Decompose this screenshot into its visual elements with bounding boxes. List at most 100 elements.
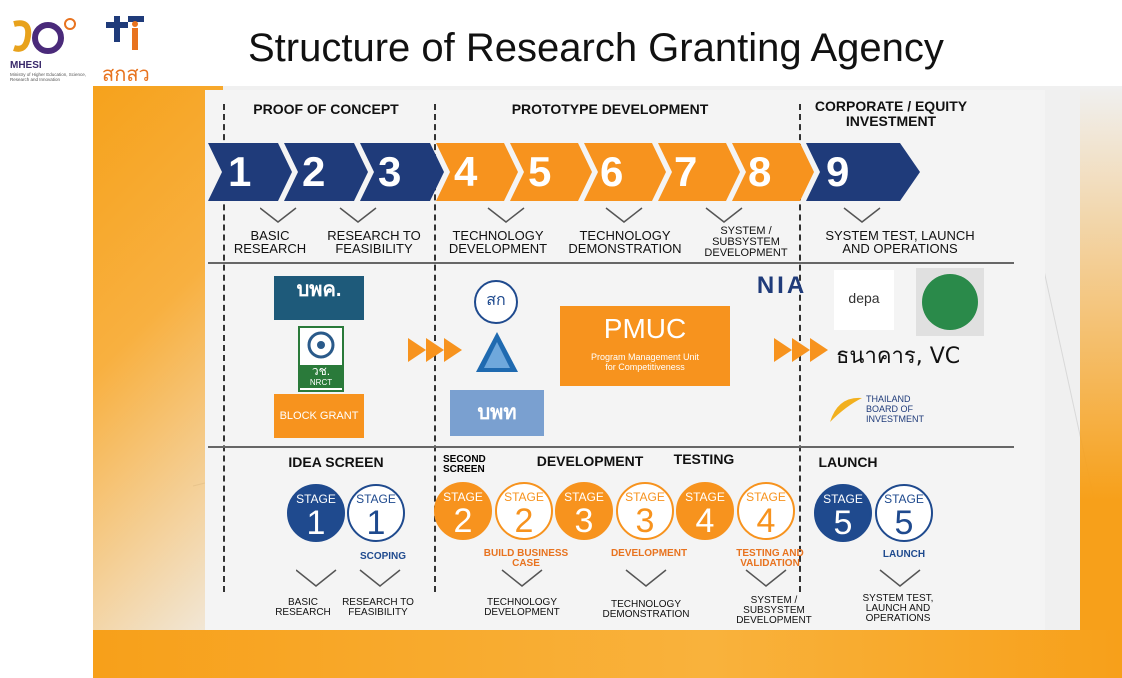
separator-2	[208, 446, 1014, 448]
step-9: 9	[826, 148, 850, 195]
bank-vc-label: ธนาคาร, VC	[836, 344, 961, 369]
nrct-emblem-icon	[307, 331, 335, 359]
label-basic-research: BASIC RESEARCH	[233, 228, 307, 256]
boi-name: THAILAND BOARD OF INVESTMENT	[866, 394, 925, 424]
orange-accent-left	[93, 86, 223, 678]
nia-logo: NIA	[742, 272, 822, 302]
tsri-logo: สกสว	[102, 14, 162, 86]
bottom-technology-demonstration: TECHNOLOGY DEMONSTRATION	[602, 599, 690, 620]
header-second-screen: SECOND SCREEN	[443, 454, 486, 475]
phase-down-marks	[260, 207, 881, 223]
nrct-th: วช.	[300, 365, 342, 378]
bpk-name: บพค.	[296, 279, 342, 301]
tsri-name: สกสว	[102, 62, 150, 86]
header-idea-screen: IDEA SCREEN	[288, 454, 384, 470]
arrows-right-1	[408, 338, 462, 362]
bpt-logo: บพท	[450, 390, 544, 436]
pmuc-name: PMUC	[603, 313, 687, 344]
bpk-logo: บพค.	[274, 276, 364, 320]
mhesi-logo: MHESI Ministry of Higher Education, Scie…	[8, 14, 98, 84]
boi-logo: THAILAND BOARD OF INVESTMENT	[826, 390, 930, 430]
orange-accent-bottom	[93, 630, 1122, 678]
stage-number: 4	[695, 502, 715, 540]
section-prototype-development: PROTOTYPE DEVELOPMENT	[511, 101, 709, 117]
label-system-development: SYSTEM / SUBSYSTEM DEVELOPMENT	[704, 225, 788, 259]
step-2: 2	[302, 148, 326, 195]
stage-number: 1	[366, 504, 386, 542]
triangle-agency-logo	[476, 332, 518, 372]
boi-emblem-icon	[830, 397, 862, 422]
stage-word: STAGE	[625, 490, 665, 504]
mhesi-emblem-icon	[13, 18, 76, 54]
stage-number: 5	[894, 504, 914, 542]
sub-scoping: SCOPING	[359, 551, 407, 562]
bottom-basic-research: BASIC RESEARCH	[275, 597, 331, 618]
depa-logo: depa	[834, 270, 894, 330]
stage-down-marks	[296, 569, 921, 587]
block-grant-box: BLOCK GRANT	[274, 394, 364, 438]
stage-word: STAGE	[443, 490, 483, 504]
stage-word: STAGE	[884, 492, 924, 506]
stage-number: 3	[574, 502, 594, 540]
step-numbers: 1 2 3 4 5 6 7 8 9	[208, 148, 920, 198]
orange-accent-right	[1080, 86, 1122, 678]
stage-number: 5	[833, 504, 853, 542]
stage-number: 2	[514, 502, 534, 540]
stage-word: STAGE	[823, 492, 863, 506]
stage-number: 2	[453, 502, 473, 540]
nrct-logo: วช. NRCT	[298, 326, 344, 392]
sk-name: สก	[486, 292, 506, 309]
stage-word: STAGE	[564, 490, 604, 504]
stage-word: STAGE	[504, 490, 544, 504]
sub-testing-validation: TESTING AND VALIDATION	[736, 548, 804, 569]
stage-number: 4	[756, 502, 776, 540]
label-research-feasibility: RESEARCH TO FEASIBILITY	[327, 228, 421, 256]
mhesi-sub: Ministry of Higher Education, Science, R…	[10, 72, 87, 82]
depa-name: depa	[848, 290, 880, 306]
step-6: 6	[600, 148, 624, 195]
stage-word: STAGE	[685, 490, 725, 504]
pmuc-subtitle: Program Management Unit for Competitiven…	[590, 352, 700, 372]
stage-number: 1	[306, 504, 326, 542]
sk-logo: สก	[474, 280, 518, 324]
section-proof-of-concept: PROOF OF CONCEPT	[253, 101, 399, 117]
separator-1	[208, 262, 1014, 264]
bottom-system-development: SYSTEM / SUBSYSTEM DEVELOPMENT	[736, 595, 812, 626]
green-agency-logo	[916, 268, 984, 336]
stage-word: STAGE	[296, 492, 336, 506]
label-technology-development: TECHNOLOGY DEVELOPMENT	[448, 228, 548, 256]
stage-word: STAGE	[746, 490, 786, 504]
bottom-technology-development: TECHNOLOGY DEVELOPMENT	[484, 597, 560, 618]
sub-build-business-case: BUILD BUSINESS CASE	[483, 548, 569, 569]
header-testing: TESTING	[673, 451, 735, 467]
bpt-name: บพท	[477, 402, 517, 424]
bottom-research-feasibility: RESEARCH TO FEASIBILITY	[342, 597, 414, 618]
divider-1	[223, 104, 225, 592]
stage-number: 3	[635, 502, 655, 540]
step-7: 7	[674, 148, 698, 195]
section-corporate-investment: CORPORATE / EQUITY INVESTMENT	[814, 98, 968, 129]
tsri-emblem-icon	[106, 16, 144, 50]
sub-development: DEVELOPMENT	[610, 548, 688, 559]
mhesi-name: MHESI	[10, 60, 42, 71]
arrows-right-2	[774, 338, 828, 362]
stage-word: STAGE	[356, 492, 396, 506]
header-development: DEVELOPMENT	[536, 453, 644, 469]
header-launch: LAUNCH	[818, 454, 878, 470]
step-5: 5	[528, 148, 552, 195]
sub-launch: LAUNCH	[882, 549, 926, 560]
page-title: Structure of Research Granting Agency	[248, 26, 944, 70]
step-3: 3	[378, 148, 402, 195]
pmuc-box: PMUC Program Management Unit for Competi…	[560, 306, 730, 386]
bottom-system-launch: SYSTEM TEST, LAUNCH AND OPERATIONS	[862, 593, 934, 624]
steps-chevron-bar	[208, 143, 920, 201]
